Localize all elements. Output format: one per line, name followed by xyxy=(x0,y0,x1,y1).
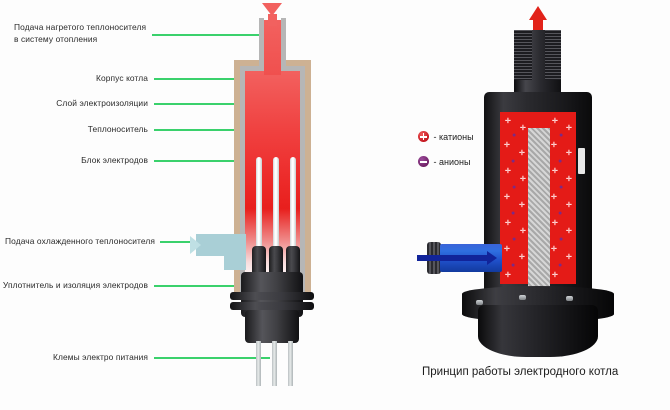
flange-bolt xyxy=(476,300,483,305)
label-power-terminals: Клемы электро питания xyxy=(53,352,148,362)
flange-bolt xyxy=(566,296,573,301)
ion-cation: ✛ xyxy=(566,202,572,209)
ion-cation: ✛ xyxy=(504,194,510,201)
ion-anion: ● xyxy=(512,132,517,139)
outlet-arrow-head-right xyxy=(529,6,547,20)
ion-cation: ✛ xyxy=(552,118,558,125)
ion-cation: ✛ xyxy=(519,254,525,261)
ion-cation: ✛ xyxy=(519,202,525,209)
seal-flange-lower xyxy=(230,302,314,310)
boiler-casing-right xyxy=(305,60,311,298)
ion-anion: ● xyxy=(558,210,563,217)
terminal-housing xyxy=(245,310,299,343)
insulation-layer-left xyxy=(240,66,245,298)
legend-label-anions: - анионы xyxy=(433,157,471,167)
ion-cation: ✛ xyxy=(519,150,525,157)
ion-cation: ✛ xyxy=(566,176,572,183)
label-boiler-body: Корпус котла xyxy=(96,73,148,83)
legend-label-cations: - катионы xyxy=(433,132,474,142)
ion-anion: ● xyxy=(559,236,564,243)
label-hot-supply: Подача нагретого теплоносителя в систему… xyxy=(14,22,150,45)
outlet-arrow-stem xyxy=(268,14,277,26)
electrode-rod-1 xyxy=(256,157,262,262)
ion-cation: ✛ xyxy=(551,142,557,149)
seal-flange-upper xyxy=(230,292,314,300)
sensor-tab xyxy=(578,148,585,174)
ion-cation: ✛ xyxy=(552,272,558,279)
insulation-neck-left xyxy=(259,18,264,68)
ion-cation: ✛ xyxy=(552,168,558,175)
label-cold-supply: Подача охлажденного теплоносителя xyxy=(5,236,155,246)
outlet-arrow-head xyxy=(262,3,282,16)
electrode-rod-2 xyxy=(273,157,279,262)
ion-cation: ✛ xyxy=(505,272,511,279)
ion-cation: ✛ xyxy=(566,228,572,235)
ion-anion: ● xyxy=(512,184,517,191)
leader-power-terminals xyxy=(154,357,270,359)
power-terminal-3 xyxy=(288,341,293,386)
label-seal-insulation: Уплотнитель и изоляция электродов xyxy=(2,280,148,290)
ion-cation: ✛ xyxy=(505,168,511,175)
cation-icon xyxy=(418,131,429,142)
ion-anion: ● xyxy=(559,132,564,139)
insulation-layer-top-right xyxy=(281,66,305,71)
ion-cation: ✛ xyxy=(551,194,557,201)
inlet-arrow-head xyxy=(487,251,497,265)
ion-cation: ✛ xyxy=(566,150,572,157)
label-hot-supply-line2: в систему отопления xyxy=(14,33,98,44)
leader-cold-supply xyxy=(160,241,197,243)
power-terminal-2 xyxy=(272,341,277,386)
label-heat-carrier: Теплоноситель xyxy=(87,124,148,134)
label-electrode-block: Блок электродов xyxy=(81,155,148,165)
ion-cation: ✛ xyxy=(520,125,526,132)
ion-cation: ✛ xyxy=(566,254,572,261)
label-insulation-layer: Слой электроизоляции xyxy=(56,98,148,108)
heat-carrier-neck xyxy=(264,20,281,75)
leader-seal-insulation xyxy=(154,285,271,287)
anion-icon xyxy=(418,156,429,167)
leader-boiler-body xyxy=(154,78,241,80)
ion-anion: ● xyxy=(511,262,516,269)
ion-anion: ● xyxy=(511,158,516,165)
inlet-arrow-stem xyxy=(417,255,487,261)
flange-bolt xyxy=(519,295,526,300)
legend-item-anions: - анионы xyxy=(418,156,470,167)
ion-anion: ● xyxy=(511,210,516,217)
ion-cation: ✛ xyxy=(520,176,526,183)
ion-anion: ● xyxy=(559,184,564,191)
ion-cation: ✛ xyxy=(520,228,526,235)
leader-hot-supply xyxy=(152,34,270,36)
mesh-electrode xyxy=(528,128,550,290)
right-panel-caption: Принцип работы электродного котла xyxy=(422,366,619,378)
cold-inlet-arrow xyxy=(190,236,201,254)
ion-cation: ✛ xyxy=(504,142,510,149)
leader-heat-carrier xyxy=(154,129,273,131)
ion-anion: ● xyxy=(512,236,517,243)
ion-cation: ✛ xyxy=(505,118,511,125)
power-terminal-1 xyxy=(256,341,261,386)
boiler-casing xyxy=(234,60,240,298)
neck-thread-right xyxy=(545,30,561,80)
ion-anion: ● xyxy=(558,262,563,269)
ion-cation: ✛ xyxy=(552,220,558,227)
ion-anion: ● xyxy=(558,158,563,165)
neck-thread-left xyxy=(514,30,532,80)
base-cylinder xyxy=(478,305,598,357)
legend-item-cations: - катионы xyxy=(418,131,474,142)
leader-insulation-layer xyxy=(154,103,240,105)
insulation-neck-right xyxy=(281,18,286,68)
leader-electrode-block xyxy=(154,160,274,162)
cold-inlet-elbow xyxy=(224,234,246,270)
label-hot-supply-line1: Подача нагретого теплоносителя xyxy=(14,22,147,32)
electrode-rod-3 xyxy=(290,157,296,262)
ion-cation: ✛ xyxy=(505,220,511,227)
ion-cation: ✛ xyxy=(566,125,572,132)
insulation-layer-top-left xyxy=(240,66,264,71)
ion-cation: ✛ xyxy=(551,246,557,253)
ion-cation: ✛ xyxy=(504,246,510,253)
insulation-layer-right xyxy=(300,66,305,298)
